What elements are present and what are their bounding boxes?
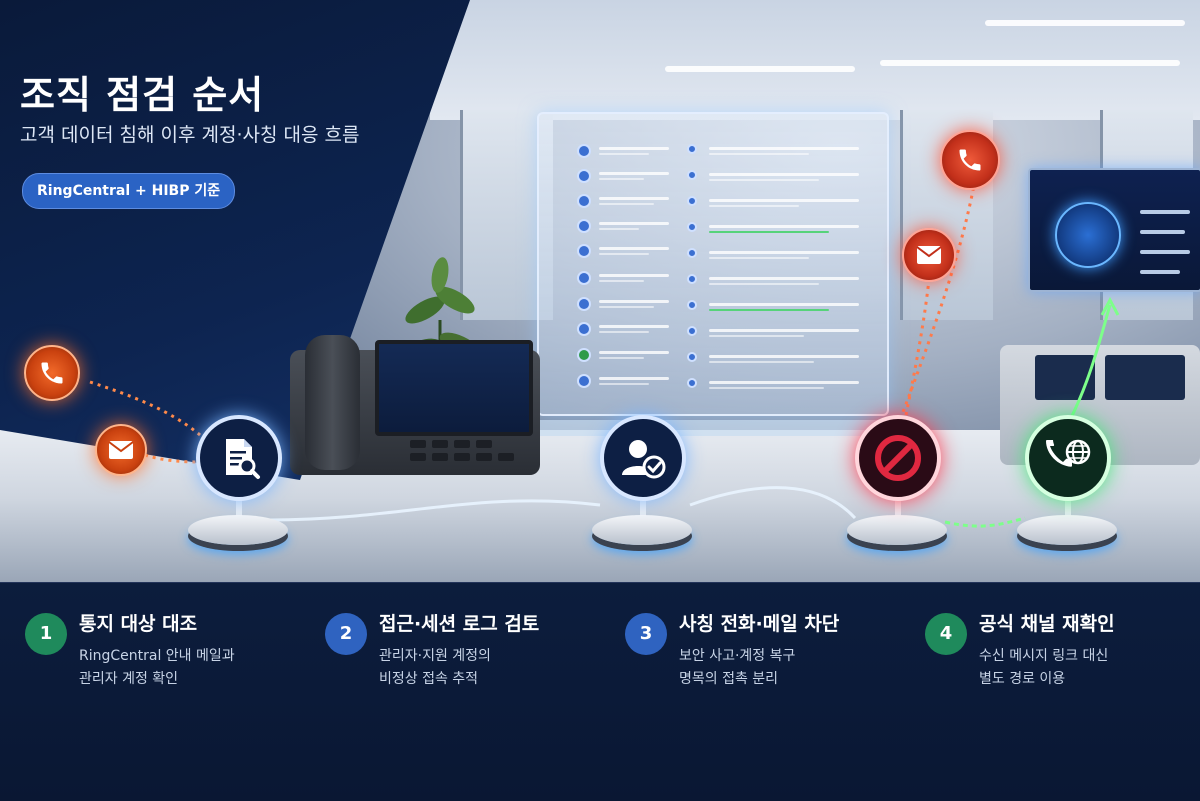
ceiling-light [880, 60, 1180, 66]
step-node-4 [1015, 415, 1125, 555]
step-number: 2 [325, 613, 367, 655]
device-screen [1105, 355, 1185, 400]
node-stem [236, 499, 242, 519]
monitor-line [1140, 270, 1180, 274]
phone-key [498, 453, 514, 461]
page-subtitle: 고객 데이터 침해 이후 계정·사칭 대응 흐름 [20, 124, 360, 146]
step-desc-line: 수신 메시지 링크 대신 [979, 648, 1109, 664]
list-item [687, 196, 877, 210]
desk-device [1000, 345, 1200, 465]
step-desc-line: 명목의 접촉 분리 [679, 671, 779, 687]
step-title: 접근·세션 로그 검토 [379, 613, 540, 635]
phone-key [454, 453, 470, 461]
list-item [687, 222, 877, 236]
step-node-3 [845, 415, 955, 555]
step-number: 1 [25, 613, 67, 655]
node-pedestal [592, 515, 692, 545]
step-desc-line: RingCentral 안내 메일과 [79, 648, 235, 664]
list-item [577, 271, 669, 285]
node-pedestal [1017, 515, 1117, 545]
block-icon [855, 415, 941, 501]
phone-key [454, 440, 470, 448]
step-node-2 [590, 415, 700, 555]
step-title: 공식 채널 재확인 [979, 613, 1115, 635]
list-item [687, 300, 877, 314]
node-pedestal [188, 515, 288, 545]
desk-phone [270, 335, 540, 485]
list-item [577, 169, 669, 183]
list-item [687, 352, 877, 366]
list-item [687, 144, 877, 158]
phone-key [432, 453, 448, 461]
phone-alert-icon [940, 130, 1000, 190]
phone-key [476, 453, 492, 461]
phone-key [432, 440, 448, 448]
step-desc-line: 비정상 접속 추적 [379, 671, 479, 687]
glass-dashboard [533, 112, 889, 436]
phone-key [476, 440, 492, 448]
mail-alert-icon [95, 424, 147, 476]
list-item [687, 274, 877, 288]
flow-links [89, 179, 1120, 528]
ceiling-light [985, 20, 1185, 26]
phone-key [410, 453, 426, 461]
node-stem [640, 499, 646, 519]
step-description: 수신 메시지 링크 대신 별도 경로 이용 [979, 645, 1200, 691]
user-check-icon [600, 415, 686, 501]
phone-alert-icon [24, 345, 80, 401]
step-title: 사칭 전화·메일 차단 [679, 613, 840, 635]
step-description: 보안 사고·계정 복구 명목의 접촉 분리 [679, 645, 909, 691]
monitor-line [1140, 230, 1185, 234]
globe-icon [1055, 202, 1121, 268]
list-item [577, 297, 669, 311]
step-title: 통지 대상 대조 [79, 613, 198, 635]
list-item [577, 374, 669, 388]
globe-monitor [1028, 168, 1200, 292]
list-item [687, 326, 877, 340]
phone-screen [375, 340, 533, 436]
step-desc-line: 별도 경로 이용 [979, 671, 1066, 687]
list-item [687, 378, 877, 392]
mail-alert-icon [902, 228, 956, 282]
step-desc-line: 관리자·지원 계정의 [379, 648, 491, 664]
phone-key [410, 440, 426, 448]
step-node-1 [186, 415, 296, 555]
list-item [687, 248, 877, 262]
device-screen [1035, 355, 1095, 400]
node-stem [895, 499, 901, 519]
ceiling-light [665, 66, 855, 72]
list-item [577, 144, 669, 158]
steps-panel: 1 통지 대상 대조 RingCentral 안내 메일과 관리자 계정 확인 … [0, 582, 1200, 801]
list-item [577, 194, 669, 208]
node-stem [1065, 499, 1071, 519]
monitor-line [1140, 210, 1190, 214]
phone-globe-icon [1025, 415, 1111, 501]
list-item [577, 244, 669, 258]
step-desc-line: 보안 사고·계정 복구 [679, 648, 796, 664]
phone-handset [305, 335, 360, 470]
step-description: 관리자·지원 계정의 비정상 접속 추적 [379, 645, 609, 691]
page-title: 조직 점검 순서 [20, 73, 265, 117]
list-item [577, 322, 669, 336]
document-search-icon [196, 415, 282, 501]
list-item [687, 170, 877, 184]
node-pedestal [847, 515, 947, 545]
list-item [577, 219, 669, 233]
list-item [577, 348, 669, 362]
source-badge: RingCentral + HIBP 기준 [22, 173, 236, 209]
step-number: 4 [925, 613, 967, 655]
monitor-line [1140, 250, 1190, 254]
step-description: RingCentral 안내 메일과 관리자 계정 확인 [79, 645, 309, 691]
step-number: 3 [625, 613, 667, 655]
step-desc-line: 관리자 계정 확인 [79, 671, 179, 687]
